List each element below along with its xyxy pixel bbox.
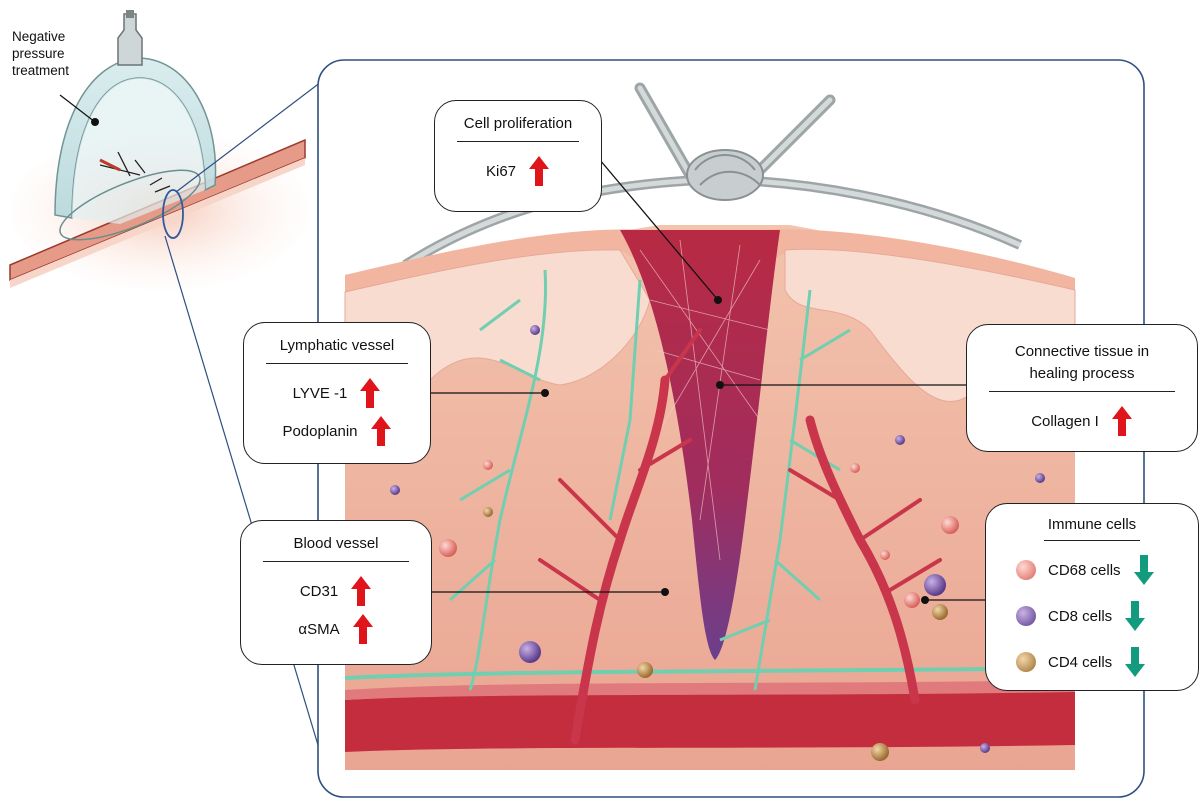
lymphatic-title: Lymphatic vessel [244, 323, 430, 355]
arrow-up-icon [1111, 405, 1133, 437]
arrow-up-icon [352, 613, 374, 645]
immune-title: Immune cells [986, 504, 1198, 534]
marker-cd68: CD68 cells [986, 547, 1198, 593]
blood-title: Blood vessel [241, 521, 431, 553]
cd4-cell-icon [1016, 652, 1036, 672]
marker-ki67: Ki67 [435, 152, 601, 190]
callout-immune-cells: Immune cells CD68 cells CD8 cells CD4 ce… [985, 503, 1199, 691]
divider [989, 391, 1175, 392]
marker-cd4: CD4 cells [986, 639, 1198, 685]
tissue-section [345, 225, 1075, 770]
connective-title-2: healing process [967, 361, 1197, 383]
arrow-down-icon [1133, 554, 1155, 586]
marker-collagen: Collagen I [967, 402, 1197, 440]
cd8-cell-icon [1016, 606, 1036, 626]
np-line-1: Negative [12, 28, 69, 45]
marker-cd31: CD31 [241, 572, 431, 610]
connective-title-1: Connective tissue in [967, 325, 1197, 361]
arrow-up-icon [528, 155, 550, 187]
arrow-up-icon [370, 415, 392, 447]
callout-lymphatic-vessel: Lymphatic vessel LYVE -1 Podoplanin [243, 322, 431, 464]
arrow-up-icon [350, 575, 372, 607]
marker-podoplanin: Podoplanin [244, 412, 430, 450]
cd4-label: CD4 cells [1048, 654, 1112, 671]
podoplanin-label: Podoplanin [282, 423, 357, 440]
callout-blood-vessel: Blood vessel CD31 αSMA [240, 520, 432, 665]
np-line-3: treatment [12, 62, 69, 79]
cd31-label: CD31 [300, 583, 338, 600]
collagen-label: Collagen I [1031, 413, 1099, 430]
arrow-down-icon [1124, 646, 1146, 678]
marker-asma: αSMA [241, 610, 431, 648]
divider [266, 363, 408, 364]
divider [1044, 540, 1140, 541]
cd8-label: CD8 cells [1048, 608, 1112, 625]
divider [263, 561, 409, 562]
cd68-label: CD68 cells [1048, 562, 1121, 579]
arrow-up-icon [359, 377, 381, 409]
arrow-down-icon [1124, 600, 1146, 632]
callout-cell-proliferation: Cell proliferation Ki67 [434, 100, 602, 212]
lyve1-label: LYVE -1 [293, 385, 348, 402]
cell-proliferation-title: Cell proliferation [435, 101, 601, 133]
divider [457, 141, 579, 142]
asma-label: αSMA [298, 621, 339, 638]
callout-connective-tissue: Connective tissue in healing process Col… [966, 324, 1198, 452]
ki67-label: Ki67 [486, 163, 516, 180]
marker-cd8: CD8 cells [986, 593, 1198, 639]
cd68-cell-icon [1016, 560, 1036, 580]
marker-lyve1: LYVE -1 [244, 374, 430, 412]
np-line-2: pressure [12, 45, 69, 62]
negative-pressure-label: Negative pressure treatment [12, 28, 69, 79]
